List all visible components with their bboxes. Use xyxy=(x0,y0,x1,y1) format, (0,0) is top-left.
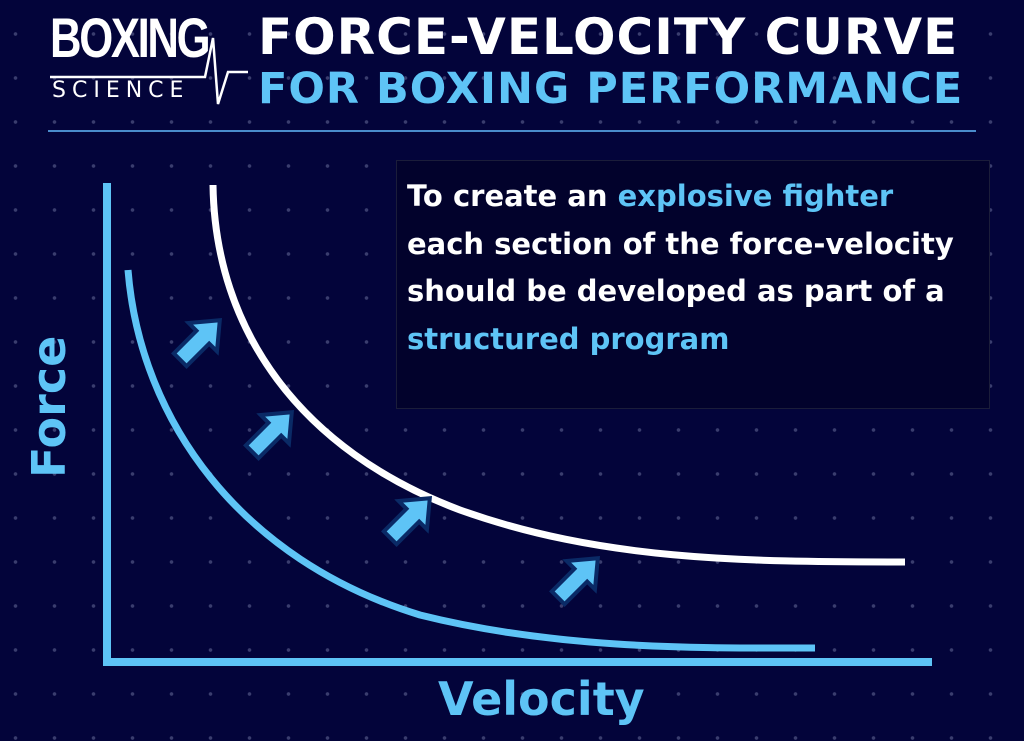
callout-box: To create an explosive fighter each sect… xyxy=(396,160,990,409)
callout-text: each section of the force-velocity shoul… xyxy=(407,226,954,309)
up-right-arrow-icon xyxy=(381,495,433,547)
callout-text: To create an xyxy=(407,179,618,213)
up-right-arrow-icon xyxy=(243,409,295,461)
arrows xyxy=(171,317,601,607)
callout-highlight: explosive fighter xyxy=(617,179,894,213)
improved-curve xyxy=(209,184,906,566)
logo-science: SCIENCE xyxy=(52,78,190,103)
logo-heartbeat-icon xyxy=(50,37,248,105)
baseline-curve xyxy=(124,269,816,652)
y-axis-label: Force xyxy=(22,335,76,478)
title-line1: FORCE-VELOCITY CURVE xyxy=(258,8,959,66)
header-divider xyxy=(48,130,976,132)
title-line2: FOR BOXING PERFORMANCE xyxy=(258,64,964,114)
x-axis-label: Velocity xyxy=(438,672,645,726)
logo-boxing: BOXING xyxy=(50,6,211,69)
callout-highlight: structured program xyxy=(407,321,730,356)
up-right-arrow-icon xyxy=(171,317,223,369)
up-right-arrow-icon xyxy=(549,555,601,607)
